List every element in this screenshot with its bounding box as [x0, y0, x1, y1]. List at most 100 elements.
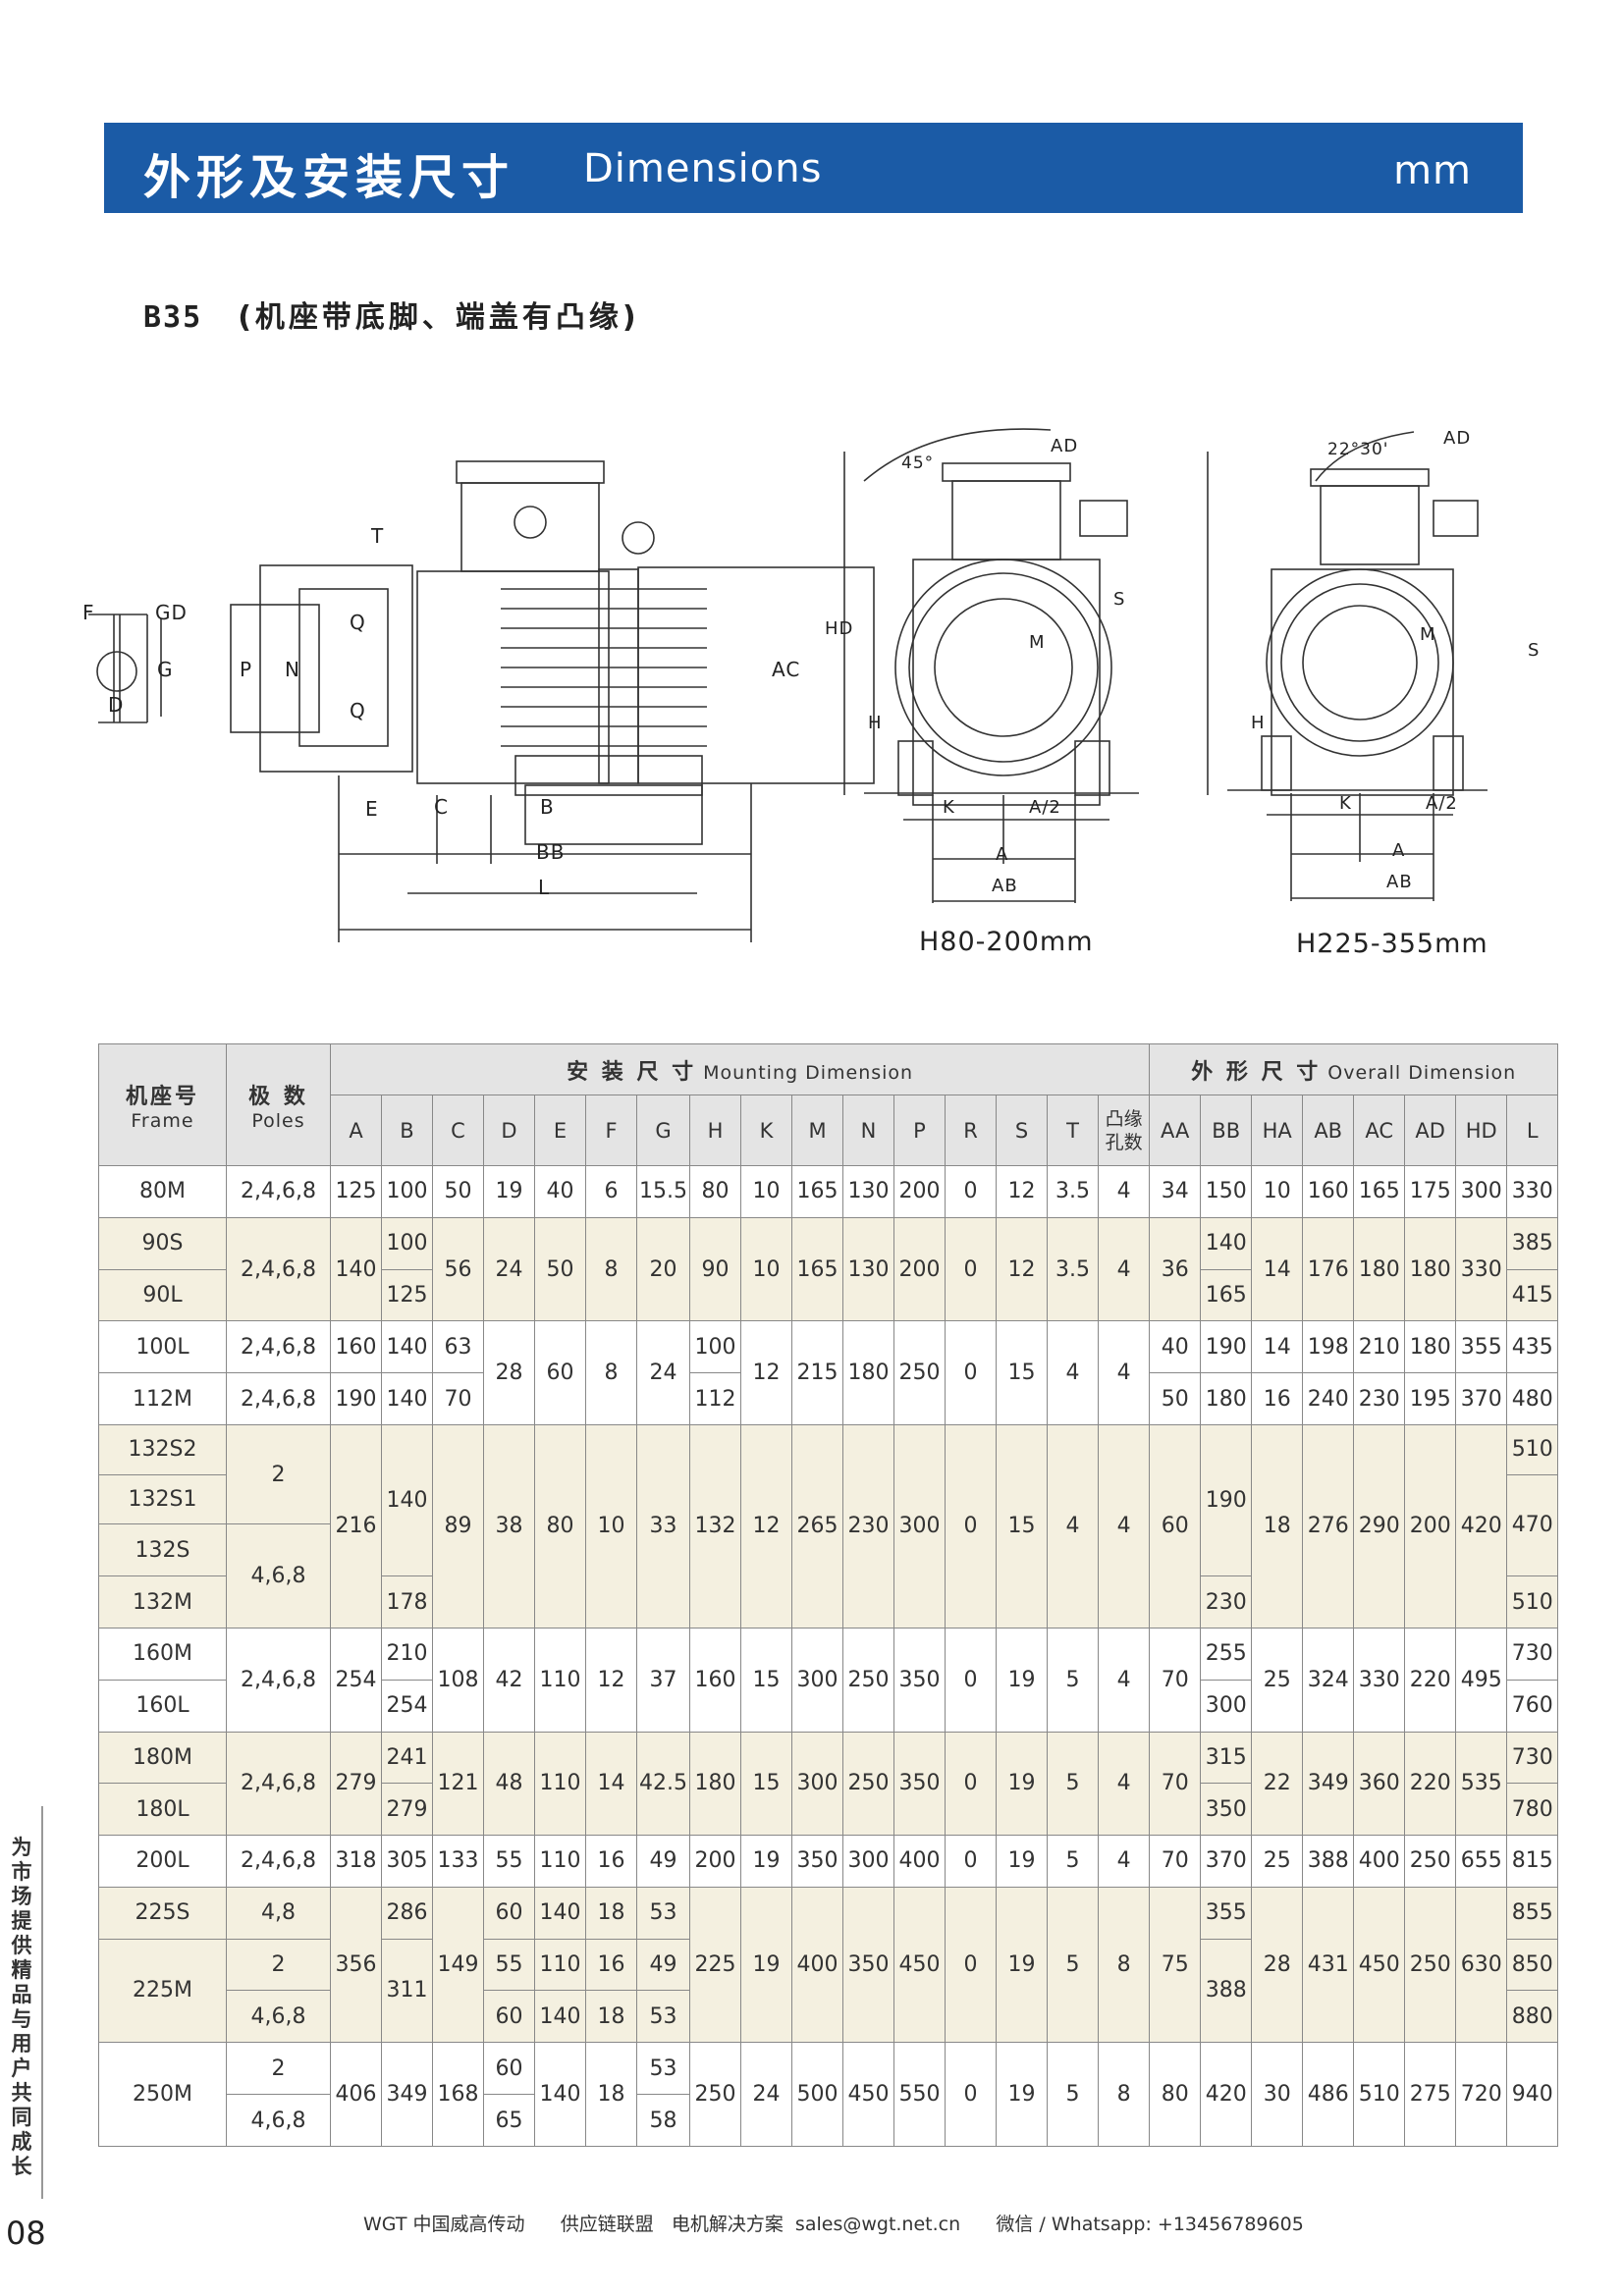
table-cell: 19	[740, 1835, 792, 1888]
table-cell: 160	[1302, 1165, 1355, 1218]
table-cell: 388	[1200, 1938, 1253, 2044]
mounting-desc: (机座带底脚、端盖有凸缘)	[238, 300, 640, 335]
table-cell: 5	[1047, 2042, 1099, 2147]
table-cell: 37	[636, 1627, 690, 1733]
table-cell: 178	[381, 1575, 433, 1629]
table-cell: 250	[689, 2042, 741, 2147]
table-cell: 20	[636, 1216, 690, 1322]
table-cell: 880	[1506, 1990, 1559, 2044]
table-cell: 420	[1200, 2042, 1253, 2147]
table-cell: 330	[1506, 1165, 1559, 1218]
table-cell: 180	[1404, 1216, 1457, 1322]
table-cell: 8	[585, 1320, 637, 1425]
table-cell: 140	[534, 1990, 586, 2044]
label-p: P	[240, 658, 253, 681]
table-cell: 108	[432, 1627, 484, 1733]
table-cell: 12	[585, 1627, 637, 1733]
table-cell: 420	[1455, 1423, 1508, 1629]
table-cell: 89	[432, 1423, 484, 1629]
table-cell: 60	[483, 1990, 535, 2044]
table-cell: 150	[1200, 1165, 1253, 1218]
table-cell: 70	[432, 1372, 484, 1425]
table-cell: 42.5	[636, 1731, 690, 1837]
table-cell: 254	[381, 1679, 433, 1733]
front2-caption: H225-355mm	[1296, 929, 1488, 959]
table-cell: 80M	[98, 1165, 227, 1218]
table-cell: 486	[1302, 2042, 1355, 2147]
table-cell: 450	[893, 1886, 946, 2044]
table-cell: 300	[893, 1423, 946, 1629]
col-header-ab: AB	[1302, 1095, 1355, 1166]
table-cell: 385	[1506, 1216, 1559, 1270]
table-cell: 324	[1302, 1627, 1355, 1733]
front2-ad: AD	[1443, 428, 1472, 449]
table-cell: 49	[636, 1835, 690, 1888]
front1-a: A	[996, 844, 1009, 865]
table-cell: 200	[893, 1216, 946, 1322]
mounting-subtitle: B35(机座带底脚、端盖有凸缘)	[143, 293, 640, 336]
table-cell: 40	[1149, 1320, 1202, 1374]
table-cell: 125	[381, 1268, 433, 1322]
table-cell: 50	[1149, 1372, 1202, 1425]
table-cell: 12	[740, 1423, 792, 1629]
table-cell: 4	[1097, 1216, 1151, 1322]
table-cell: 110	[534, 1731, 586, 1837]
table-cell: 24	[636, 1320, 690, 1425]
table-cell: 14	[1251, 1216, 1304, 1322]
table-cell: 495	[1455, 1627, 1508, 1733]
table-cell: 279	[330, 1731, 382, 1837]
sidebar-slogan: 为市场提供精品 与用户共同成长	[0, 1806, 45, 2287]
footer-items: 供应链联盟 电机解决方案 sales@wgt.net.cn	[560, 2214, 961, 2235]
table-cell: 4	[1097, 1835, 1151, 1888]
table-cell: 0	[945, 1731, 997, 1837]
front2-s: S	[1528, 640, 1541, 661]
table-cell: 10	[740, 1216, 792, 1322]
col-header-e: E	[534, 1095, 586, 1166]
table-cell: 200	[893, 1165, 946, 1218]
col-header-t: T	[1047, 1095, 1099, 1166]
table-cell: 350	[893, 1731, 946, 1837]
table-cell: 132S1	[98, 1473, 227, 1525]
table-cell: 42	[483, 1627, 535, 1733]
table-cell: 400	[1353, 1835, 1406, 1888]
col-header-c: C	[432, 1095, 484, 1166]
technical-drawings	[88, 428, 1488, 942]
col-header-ha: HA	[1251, 1095, 1304, 1166]
table-cell: 265	[791, 1423, 843, 1629]
table-cell: 255	[1200, 1627, 1253, 1681]
col-header-ac: AC	[1353, 1095, 1406, 1166]
footer-brand: WGT 中国威高传动	[363, 2214, 525, 2235]
table-cell: 180L	[98, 1783, 227, 1837]
front1-m: M	[1029, 632, 1046, 653]
label-t: T	[371, 524, 385, 548]
table-cell: 63	[432, 1320, 484, 1374]
table-cell: 33	[636, 1423, 690, 1629]
table-cell: 110	[534, 1835, 586, 1888]
side-view	[230, 460, 875, 942]
table-cell: 5	[1047, 1886, 1099, 2044]
table-cell: 80	[1149, 2042, 1202, 2147]
table-cell: 53	[636, 1990, 690, 2044]
table-cell: 160L	[98, 1679, 227, 1733]
table-cell: 28	[483, 1320, 535, 1425]
front2-a: A	[1392, 840, 1406, 861]
front2-k: K	[1339, 793, 1352, 814]
table-cell: 450	[1353, 1886, 1406, 2044]
table-cell: 70	[1149, 1731, 1202, 1837]
table-cell: 2	[226, 2042, 331, 2095]
table-cell: 480	[1506, 1372, 1559, 1425]
table-cell: 198	[1302, 1320, 1355, 1374]
table-cell: 2	[226, 1938, 331, 1992]
table-cell: 60	[534, 1320, 586, 1425]
table-cell: 19	[996, 1627, 1048, 1733]
table-cell: 140	[330, 1216, 382, 1322]
table-cell: 14	[1251, 1320, 1304, 1374]
table-cell: 5	[1047, 1731, 1099, 1837]
front2-a2: A/2	[1426, 793, 1458, 814]
shaft-end-detail	[88, 614, 162, 723]
table-cell: 40	[534, 1165, 586, 1218]
table-cell: 225S	[98, 1886, 227, 1940]
